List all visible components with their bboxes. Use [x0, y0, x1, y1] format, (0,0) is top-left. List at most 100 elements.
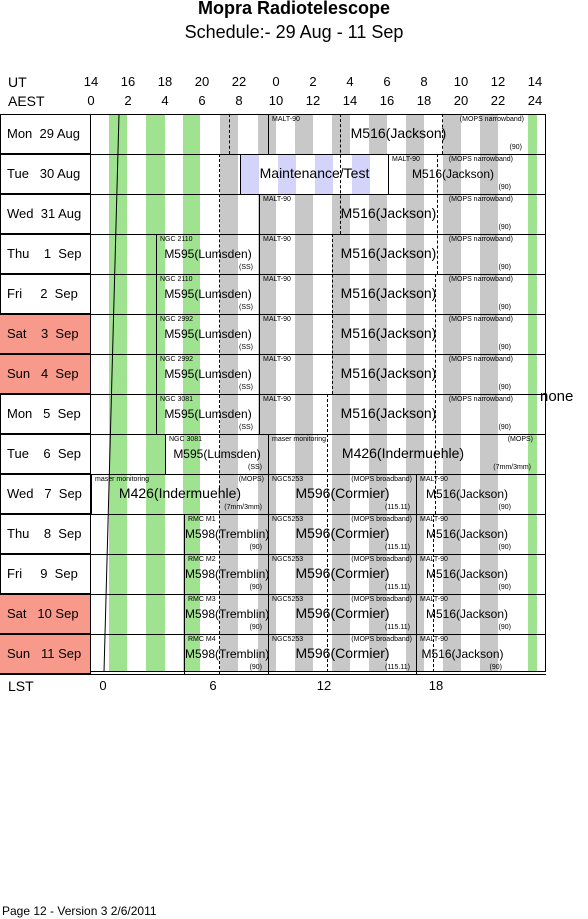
- block-source-label: NGC 3081: [169, 436, 203, 443]
- block-project-label: M598(Tremblin): [185, 527, 270, 541]
- aest-tick: 8: [235, 93, 243, 108]
- hour-stripe: [332, 114, 350, 672]
- hour-stripe: [220, 114, 238, 672]
- block-source-label: NGC5253: [272, 476, 304, 483]
- row-divider: [0, 234, 546, 235]
- night-stripe: [109, 114, 127, 672]
- block-freq-label: (SS): [239, 344, 253, 351]
- lst-tick: 12: [316, 678, 332, 693]
- row-divider: [0, 474, 546, 475]
- schedule-block-r12b: NGC5253(MOPS broadband)(115.11)M596(Corm…: [268, 595, 416, 634]
- schedule-block-r1b: MALT-90(MOPS narrowband)(90)M516(Jackson…: [388, 155, 517, 194]
- ut-tick: 20: [194, 74, 210, 89]
- ut-tick: 14: [527, 74, 543, 89]
- hour-stripe: [406, 114, 424, 672]
- block-freq-label: (7mm/3mm): [493, 464, 531, 471]
- ut-tick: 16: [120, 74, 136, 89]
- block-project-label: M595(Lumsden): [164, 327, 252, 341]
- block-backend-label: (MOPS narrowband): [459, 116, 524, 123]
- schedule-block-r11b: NGC5253(MOPS broadband)(115.11)M596(Corm…: [268, 555, 416, 594]
- night-stripe: [528, 114, 537, 672]
- block-backend-label: (MOPS broadband): [351, 556, 412, 563]
- hour-stripe: [443, 114, 461, 672]
- block-source-label: MALT-90: [263, 236, 291, 243]
- aest-tick: 24: [527, 93, 543, 108]
- block-source-label: MALT-90: [392, 156, 420, 163]
- aest-tick: 2: [124, 93, 132, 108]
- row-divider: [0, 274, 546, 275]
- block-source-label: NGC5253: [272, 556, 304, 563]
- ut-axis-label: UT: [8, 74, 27, 90]
- transit-line: [340, 114, 341, 234]
- block-freq-label: (90): [489, 664, 502, 671]
- ut-tick: 6: [383, 74, 391, 89]
- block-project-label: M516(Jackson): [425, 567, 509, 581]
- block-backend-label: (MOPS broadband): [351, 596, 412, 603]
- day-label: Mon 5 Sep: [0, 394, 91, 434]
- aest-tick: 10: [268, 93, 284, 108]
- schedule-block-r9b: NGC5253 (MOPS broadband) (115.11) M596(Corm…: [268, 475, 416, 514]
- row-divider: [0, 354, 546, 355]
- block-source-label: NGC 2110: [160, 276, 193, 283]
- schedule-block-r4a: NGC 2110(SS)M595(Lumsden): [156, 275, 259, 314]
- schedule-block-r9a: maser monitoring(MOPS)(7mm/3mm)M426(Inde…: [91, 475, 268, 514]
- block-backend-label: (MOPS broadband): [351, 516, 412, 523]
- block-project-label: M426(Indermuehle): [341, 445, 465, 461]
- schedule-block-r10a: RMC M1(90)M598(Tremblin): [184, 515, 270, 554]
- row-divider: [0, 434, 546, 435]
- block-freq-label: (115.11): [384, 504, 410, 511]
- block-project-label: M516(Jackson): [425, 487, 509, 501]
- schedule-block-r3a: NGC 2110(SS)M595(Lumsden): [156, 235, 259, 274]
- block-project-label: M598(Tremblin): [185, 647, 270, 661]
- row-divider: [0, 554, 546, 555]
- block-project-label: M595(Lumsden): [164, 287, 252, 301]
- day-label: Sat 3 Sep: [0, 314, 91, 354]
- day-label: Fri 9 Sep: [0, 554, 91, 594]
- schedule-block-r9c: MALT-90(90)M516(Jackson): [416, 475, 517, 514]
- aest-tick: 4: [161, 93, 169, 108]
- schedule-block-r1a: Maintenance/Test: [240, 155, 388, 194]
- transit-line: [433, 514, 434, 672]
- block-source-label: NGC5253: [272, 636, 304, 643]
- aest-tick: 20: [453, 93, 469, 108]
- block-source-label: NGC 2110: [160, 236, 193, 243]
- schedule-block-r8b: maser monitoring(MOPS)(7mm/3mm)M426(Inde…: [268, 435, 537, 474]
- block-backend-label: (MOPS narrowband): [448, 356, 513, 363]
- aest-tick: 6: [198, 93, 206, 108]
- block-freq-label: (115.11): [384, 624, 410, 631]
- block-backend-label: (MOPS broadband): [351, 636, 412, 643]
- schedule-block-r3b: MALT-90(MOPS narrowband)(90)M516(Jackson…: [259, 235, 517, 274]
- row-divider: [0, 514, 546, 515]
- lst-tick: 0: [99, 678, 107, 693]
- hour-stripe: [480, 114, 498, 672]
- ut-tick: 8: [420, 74, 428, 89]
- block-source-label: maser monitoring: [272, 436, 327, 443]
- hour-stripe: [295, 114, 313, 672]
- block-freq-label: (90): [498, 304, 511, 311]
- night-stripe: [146, 114, 165, 672]
- schedule-block-r13a: RMC M4(90)M598(Tremblin): [184, 635, 270, 674]
- block-source-label: MALT-90: [420, 476, 448, 483]
- block-project-label: M516(Jackson): [340, 405, 437, 421]
- block-backend-label: (MOPS): [238, 476, 264, 483]
- block-project-label: Maintenance/Test: [259, 165, 370, 181]
- block-project-label: M596(Cormier): [295, 485, 390, 501]
- transit-line: [437, 154, 438, 274]
- ut-tick: 18: [157, 74, 173, 89]
- ut-tick: 2: [309, 74, 317, 89]
- block-project-label: M595(Lumsden): [164, 407, 252, 421]
- block-backend-label: (MOPS narrowband): [448, 236, 513, 243]
- block-backend-label: (MOPS broadband): [351, 476, 412, 483]
- ut-tick: 14: [83, 74, 99, 89]
- block-freq-label: (90): [249, 624, 262, 631]
- block-project-label: M516(Jackson): [340, 325, 437, 341]
- block-project-label: M595(Lumsden): [173, 447, 261, 461]
- aest-tick: 18: [416, 93, 432, 108]
- day-label: Wed 31 Aug: [0, 194, 91, 234]
- row-divider: [0, 594, 546, 595]
- block-freq-label: (90): [498, 344, 511, 351]
- ut-tick: 22: [231, 74, 247, 89]
- schedule-block-r5a: NGC 2992(SS)M595(Lumsden): [156, 315, 259, 354]
- aest-axis-label: AEST: [8, 93, 45, 109]
- block-freq-label: (90): [498, 224, 511, 231]
